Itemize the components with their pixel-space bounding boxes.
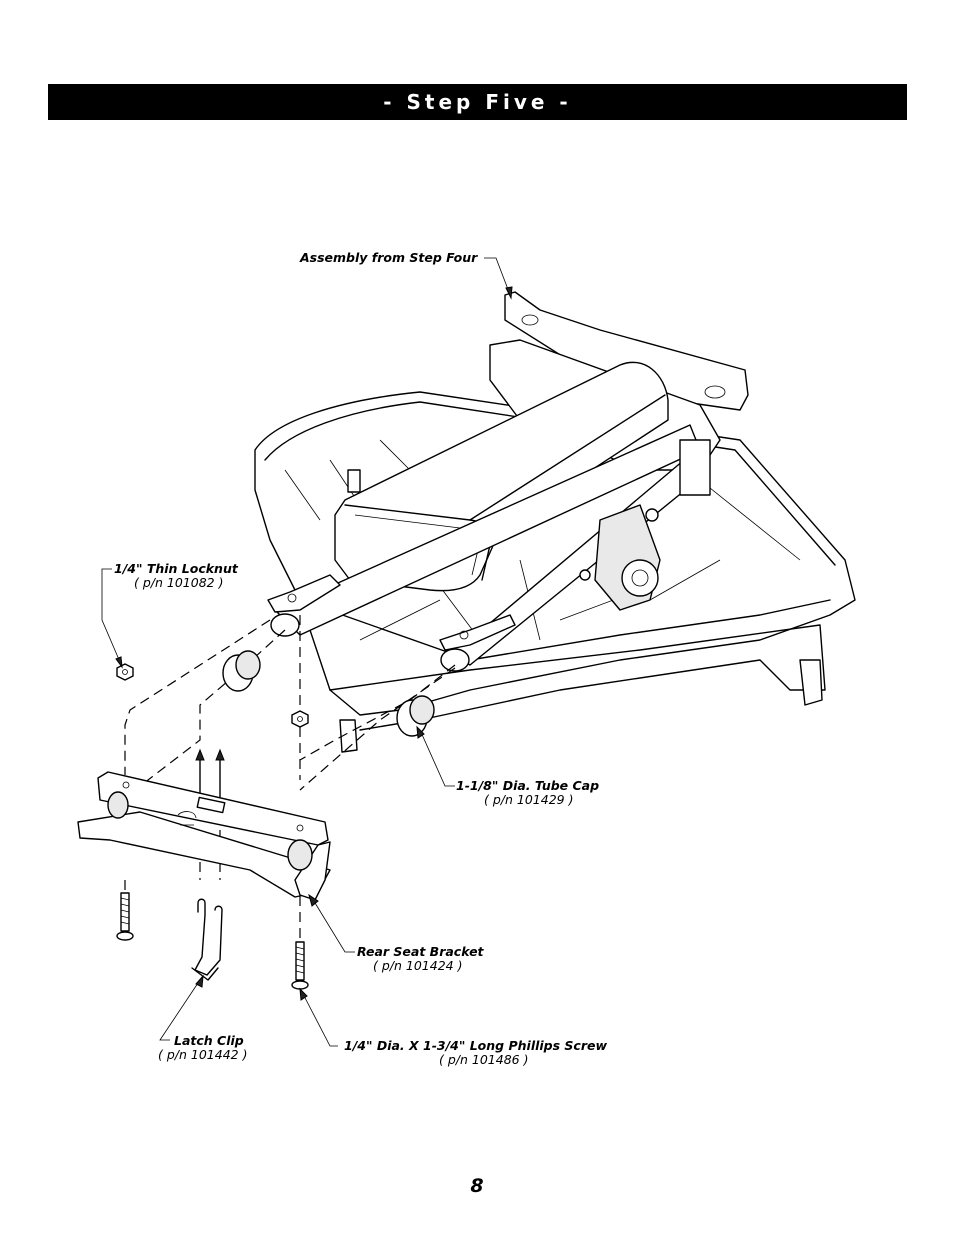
direction-arrows xyxy=(195,748,225,801)
latch-clip-part xyxy=(191,898,223,981)
assembly-lines xyxy=(124,615,456,945)
step-title: - Step Five - xyxy=(383,90,572,114)
callout-tube-cap-pn: ( p/n 101429 ) xyxy=(484,792,574,807)
callout-rear-bracket: Rear Seat Bracket ( p/n 101424 ) xyxy=(357,945,484,973)
callout-tube-cap: 1-1/8" Dia. Tube Cap ( p/n 101429 ) xyxy=(456,779,599,807)
page-number: 8 xyxy=(470,1175,484,1197)
callout-rear-bracket-name: Rear Seat Bracket xyxy=(357,944,484,959)
leader-lines xyxy=(101,257,513,1047)
callout-screw-pn: ( p/n 101486 ) xyxy=(439,1052,529,1067)
callout-screw: 1/4" Dia. X 1-3/4" Long Phillips Screw (… xyxy=(344,1039,607,1067)
rear-seat-bracket-part xyxy=(77,771,331,901)
callout-latch-clip-pn: ( p/n 101442 ) xyxy=(158,1047,248,1062)
callout-assembly: Assembly from Step Four xyxy=(300,251,477,265)
step-title-bar: - Step Five - xyxy=(48,84,907,120)
callout-locknut: 1/4" Thin Locknut ( p/n 101082 ) xyxy=(114,562,238,590)
callout-assembly-name: Assembly from Step Four xyxy=(300,250,478,265)
callout-locknut-pn: ( p/n 101082 ) xyxy=(134,575,224,590)
callout-tube-cap-name: 1-1/8" Dia. Tube Cap xyxy=(456,778,600,793)
locknut-parts xyxy=(116,663,309,728)
tube-cap-parts xyxy=(222,650,435,737)
callout-latch-clip-name: Latch Clip xyxy=(174,1033,244,1048)
callout-screw-name: 1/4" Dia. X 1-3/4" Long Phillips Screw xyxy=(344,1038,608,1053)
pivot-mechanism xyxy=(579,439,711,611)
callout-locknut-name: 1/4" Thin Locknut xyxy=(114,561,238,576)
callout-rear-bracket-pn: ( p/n 101424 ) xyxy=(373,958,463,973)
screw-parts xyxy=(116,892,309,990)
callout-latch-clip: Latch Clip ( p/n 101442 ) xyxy=(158,1034,247,1062)
